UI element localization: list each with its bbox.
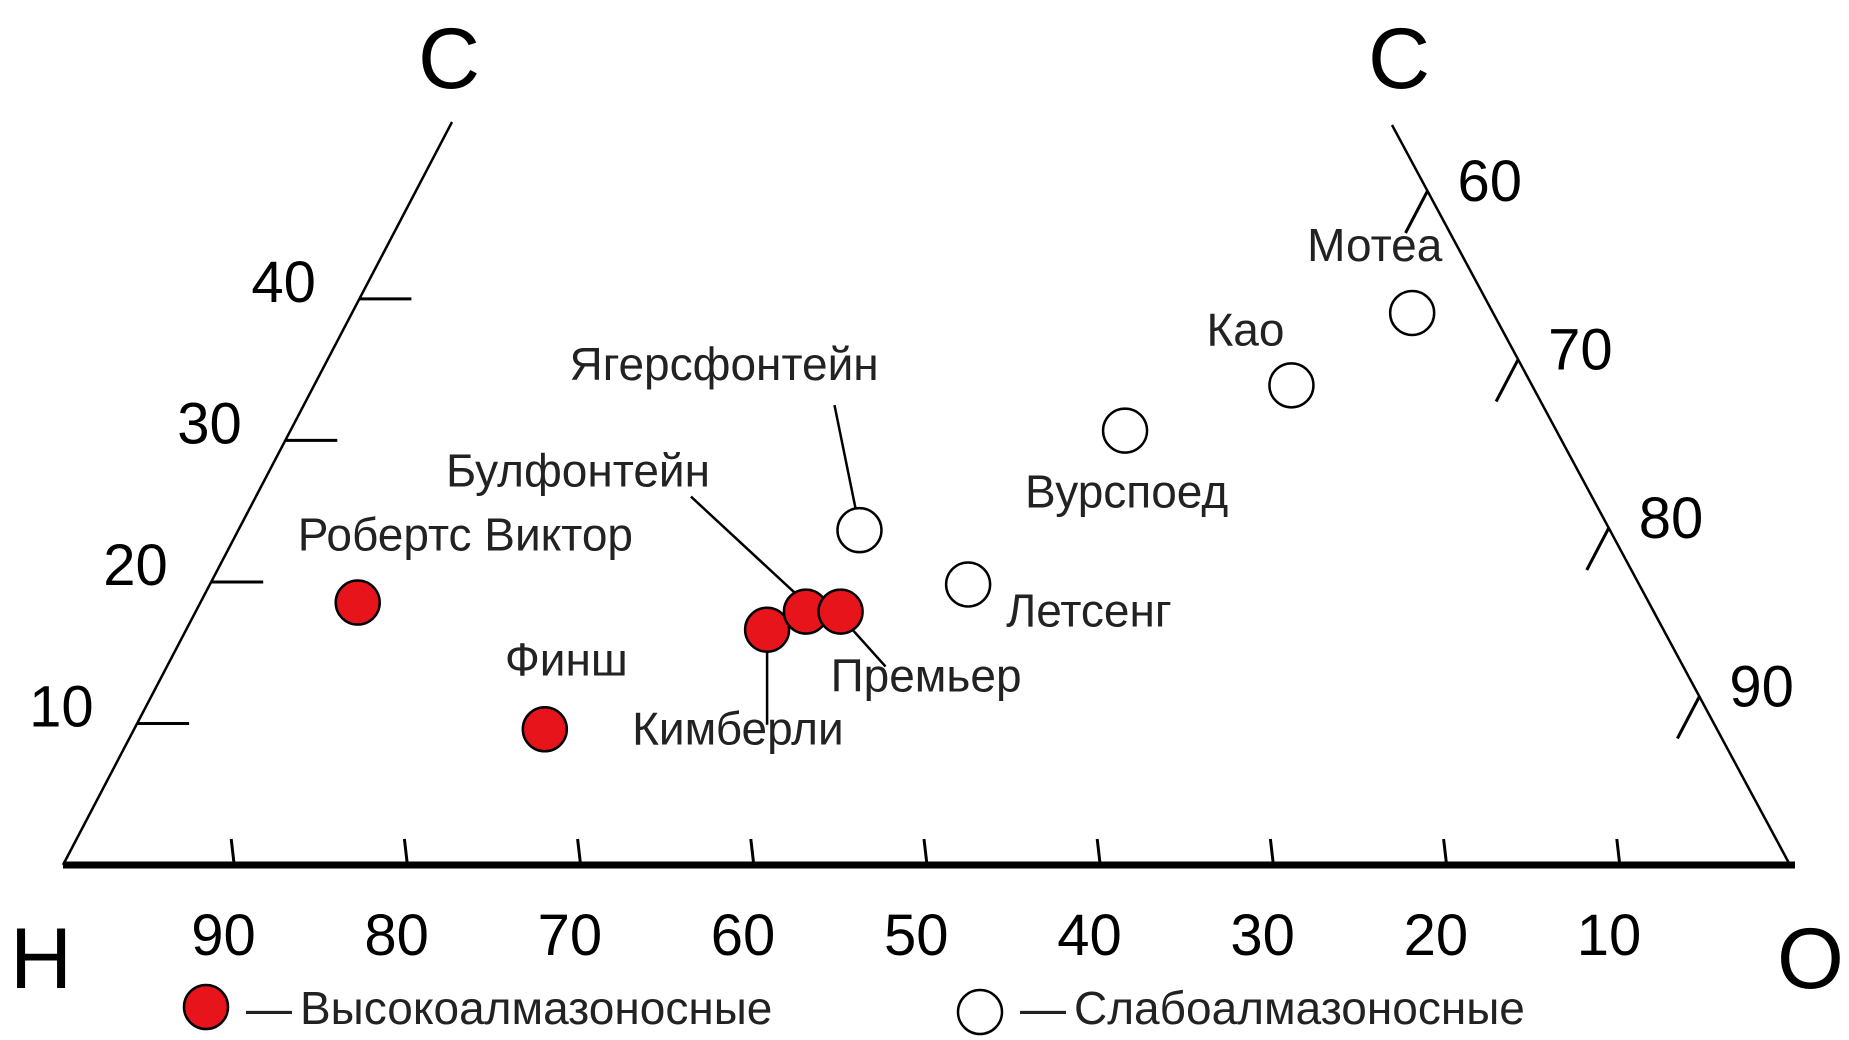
bottom-tick-label: 80 — [364, 903, 429, 968]
low-diamond-point — [1268, 362, 1315, 409]
low-diamond-point — [836, 506, 883, 554]
point-label: Летсенг — [1006, 584, 1172, 636]
left-tick-label: 10 — [29, 674, 94, 739]
leader-line — [833, 404, 857, 509]
bottom-tick-mark — [1268, 838, 1275, 866]
right-tick-label: 90 — [1729, 655, 1794, 720]
left-tick-label: 40 — [251, 250, 316, 315]
legend-label-high: Высокоалмазоносные — [300, 982, 772, 1034]
high-diamond-point — [521, 706, 569, 753]
legend-dash-low: — — [1020, 982, 1066, 1034]
right-tick-mark — [1404, 190, 1429, 234]
leader-line — [849, 626, 887, 668]
legend-dash-high: — — [246, 982, 292, 1034]
point-label: Као — [1206, 303, 1284, 355]
point-label: Булфонтейн — [446, 445, 710, 497]
low-diamond-point — [1388, 289, 1436, 337]
bottom-tick-label: 40 — [1057, 903, 1122, 968]
data-points — [334, 289, 1436, 753]
right-axis — [1390, 124, 1792, 866]
legend: — Высокоалмазоносные — Слабоалмазоносные — [182, 982, 1525, 1036]
left-axis — [61, 121, 454, 866]
bottom-tick-label: 50 — [884, 903, 949, 968]
corner-label-left-top: C — [418, 11, 480, 107]
bottom-tick-label: 70 — [538, 903, 603, 968]
bottom-tick-mark — [402, 838, 409, 866]
point-label: Ягерсфонтейн — [569, 338, 878, 390]
left-tick-label: 30 — [177, 391, 242, 456]
point-label: Премьер — [831, 650, 1022, 702]
low-diamond-point — [944, 561, 992, 608]
right-axis-ticks: 60 70 80 90 — [1404, 149, 1794, 740]
legend-marker-open — [956, 988, 1004, 1036]
right-tick-mark — [1676, 695, 1701, 740]
legend-label-low: Слабоалмазоносные — [1074, 982, 1525, 1034]
high-diamond-point — [334, 579, 381, 626]
corner-label-bottom-right: O — [1777, 911, 1844, 1007]
right-tick-label: 70 — [1548, 318, 1613, 383]
right-tick-mark — [1494, 358, 1520, 403]
high-diamond-point — [817, 588, 864, 635]
low-diamond-point — [1101, 407, 1149, 454]
point-label: Кимберли — [632, 703, 844, 755]
bottom-tick-mark — [576, 838, 583, 866]
point-label: Финш — [505, 633, 628, 685]
point-label: Мотеа — [1307, 219, 1443, 271]
bottom-tick-label: 20 — [1404, 903, 1469, 968]
left-axis-ticks: 10 20 30 40 — [29, 250, 412, 739]
point-label: Вурспоед — [1025, 466, 1228, 518]
right-tick-mark — [1585, 527, 1611, 571]
point-label: Робертс Виктор — [298, 509, 633, 561]
bottom-tick-label: 30 — [1230, 903, 1295, 968]
leader-line — [690, 495, 801, 599]
left-tick-label: 20 — [103, 533, 168, 598]
high-diamond-point — [743, 606, 791, 653]
bottom-tick-label: 90 — [191, 903, 256, 968]
right-tick-label: 80 — [1639, 486, 1704, 551]
bottom-axis-ticks: 90 80 70 60 50 40 30 20 10 — [191, 838, 1642, 968]
bottom-tick-mark — [229, 838, 236, 866]
bottom-tick-mark — [922, 838, 929, 866]
corner-label-right-top: C — [1368, 11, 1430, 107]
bottom-tick-mark — [1442, 838, 1449, 866]
label-leader-lines — [690, 404, 887, 725]
legend-marker-filled — [182, 983, 230, 1031]
bottom-tick-mark — [1095, 838, 1102, 866]
bottom-tick-mark — [749, 838, 756, 866]
right-tick-label: 60 — [1457, 149, 1522, 214]
bottom-tick-label: 60 — [711, 903, 776, 968]
bottom-tick-label: 10 — [1577, 903, 1642, 968]
corner-label-bottom-left: H — [10, 911, 72, 1007]
bottom-tick-mark — [1615, 838, 1622, 866]
